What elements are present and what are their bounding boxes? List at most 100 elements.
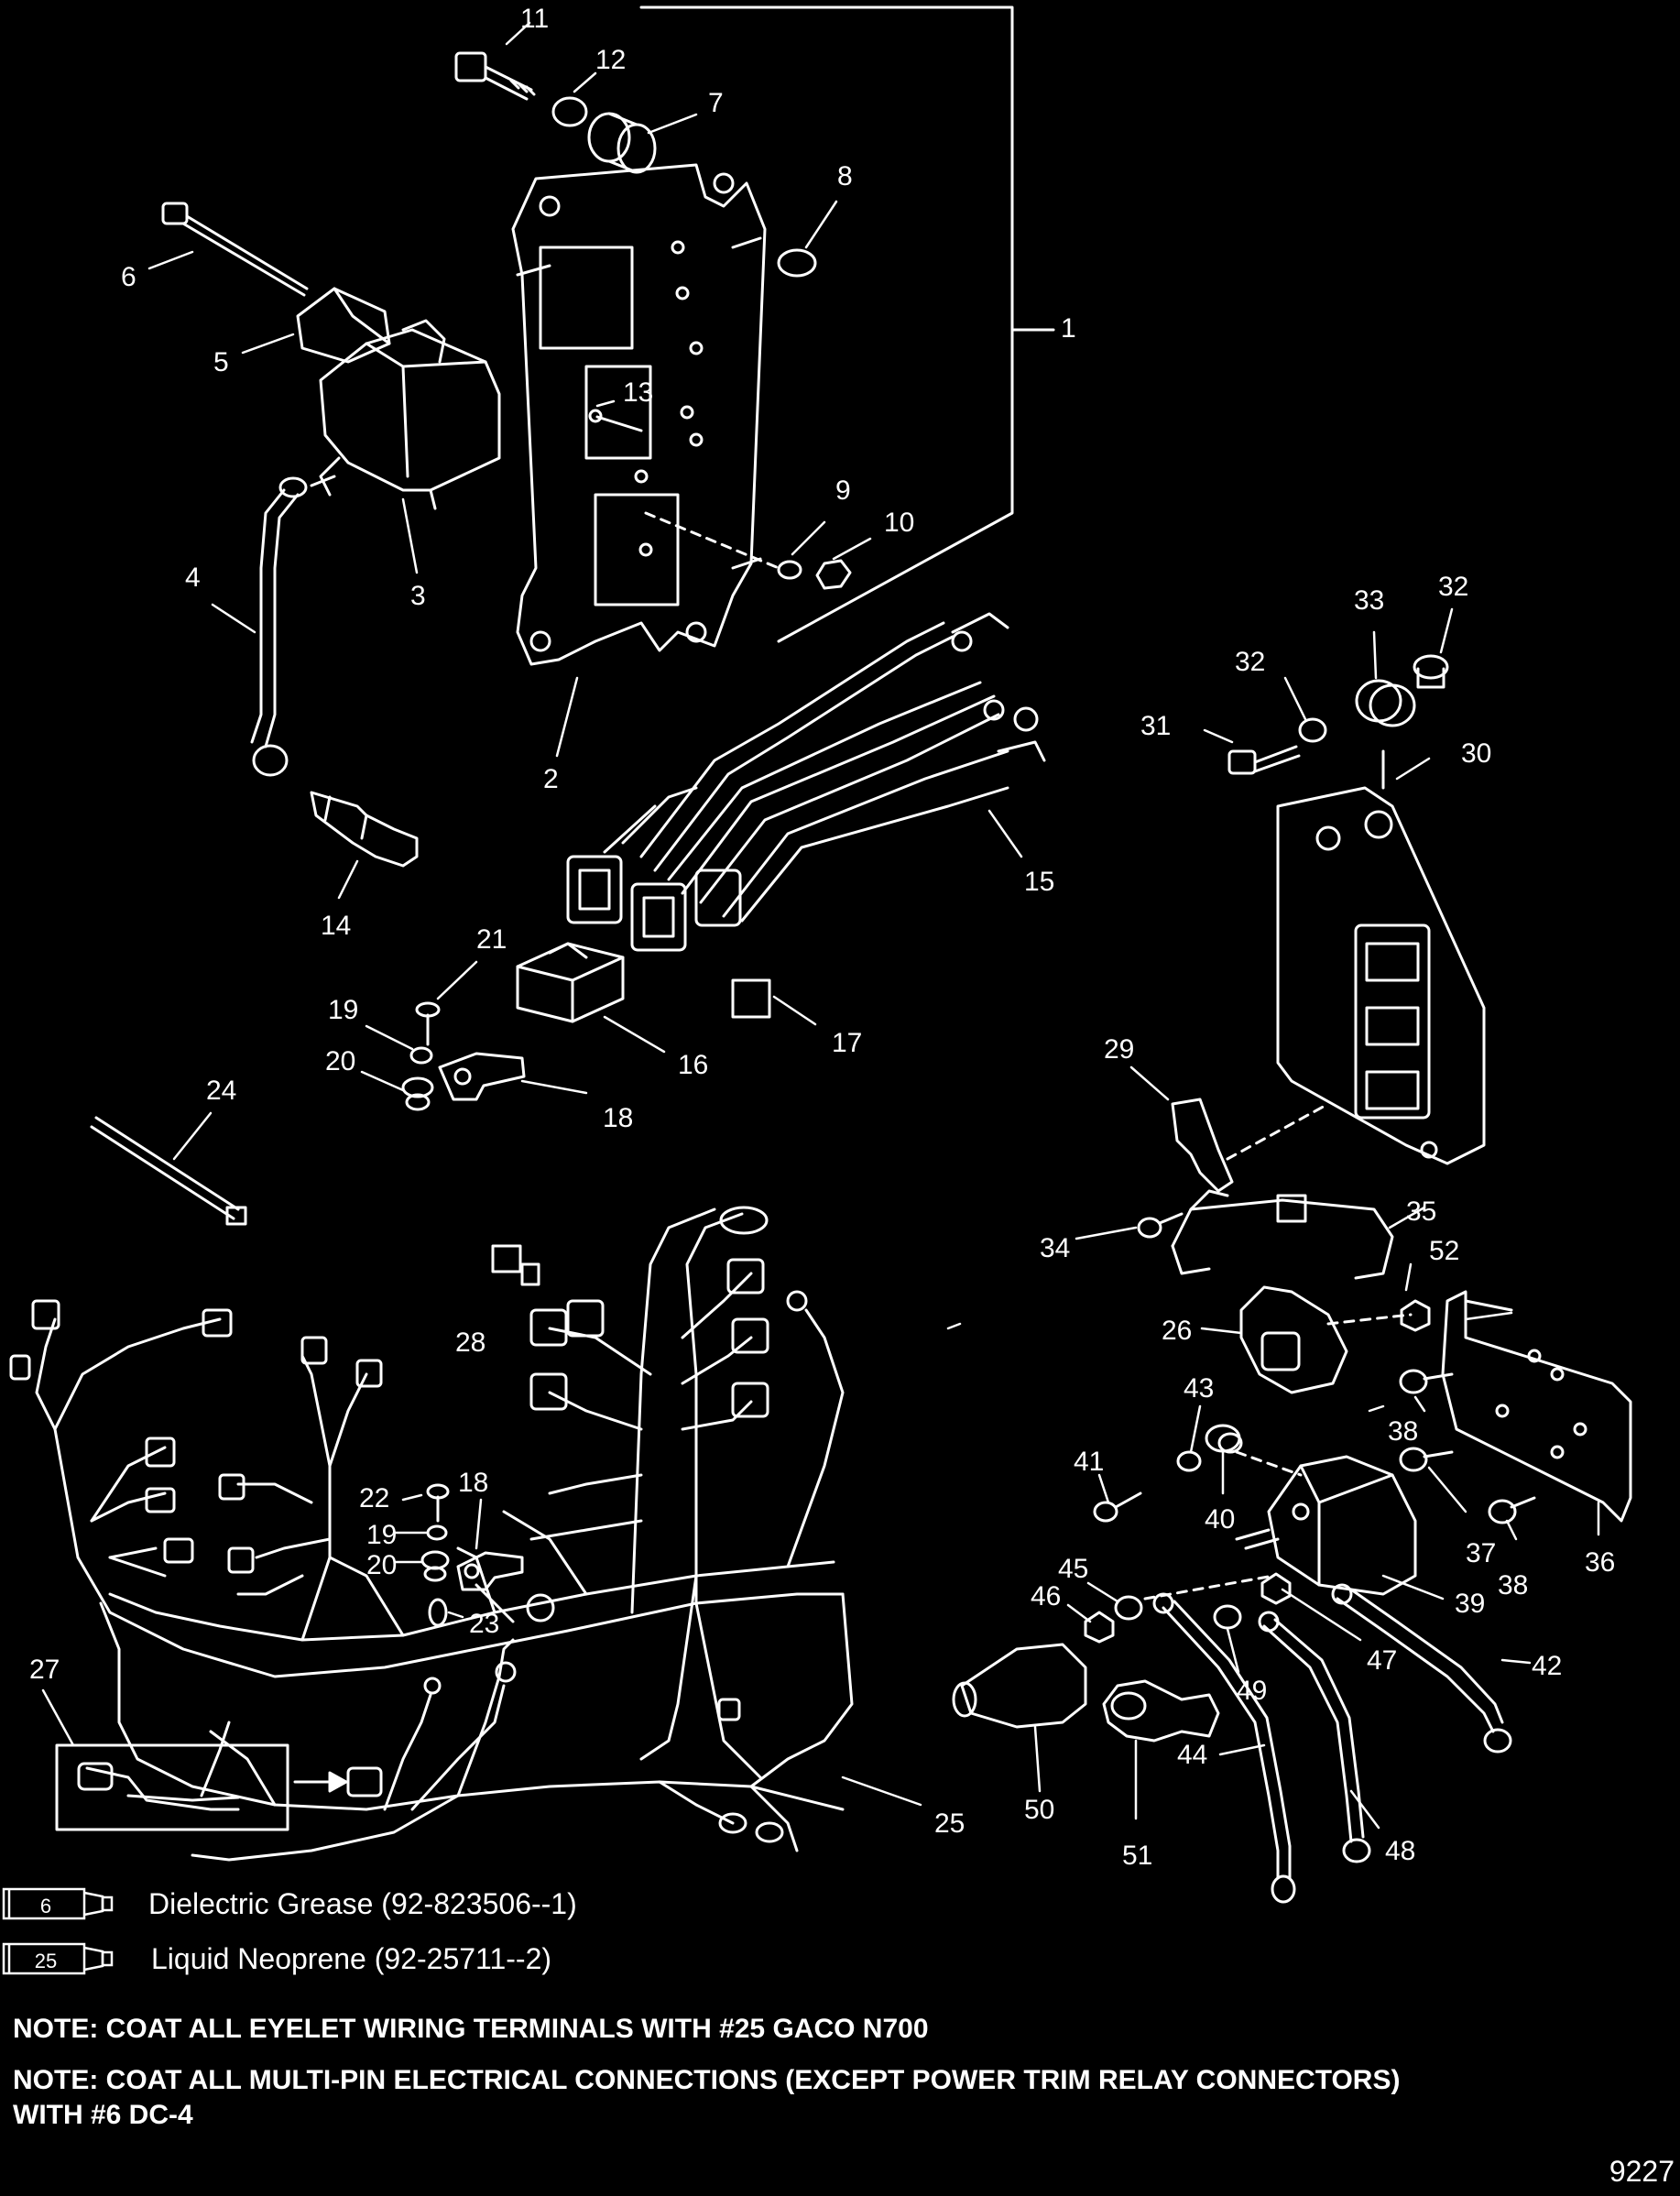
callout-1: 1 bbox=[1061, 313, 1076, 344]
grommet-7 bbox=[587, 112, 657, 174]
callout-46: 46 bbox=[1031, 1581, 1061, 1611]
callout-14: 14 bbox=[321, 911, 351, 941]
callout-labels: 1 2 3 4 5 6 7 8 9 10 11 12 13 14 15 16 1… bbox=[29, 4, 1615, 1871]
callout-36: 36 bbox=[1585, 1547, 1615, 1578]
callout-30: 30 bbox=[1461, 738, 1491, 769]
ecm-30 bbox=[1276, 749, 1486, 1165]
nut-47 bbox=[1260, 1572, 1292, 1605]
bracket-35 bbox=[1171, 1189, 1394, 1280]
nut-10 bbox=[815, 559, 852, 590]
washer-19-lower bbox=[426, 1524, 448, 1541]
callout-13: 13 bbox=[623, 377, 653, 408]
callout-27: 27 bbox=[29, 1655, 60, 1685]
harness-15 bbox=[566, 612, 1046, 952]
callout-11: 11 bbox=[520, 4, 549, 34]
bracket-36 bbox=[1441, 1290, 1632, 1523]
callout-52: 52 bbox=[1429, 1236, 1459, 1266]
callout-33: 33 bbox=[1354, 585, 1384, 616]
assembly-bracket bbox=[639, 5, 1055, 643]
grease-tube-icon: 6 bbox=[2, 1887, 114, 1920]
callout-26: 26 bbox=[1162, 1316, 1192, 1346]
callout-21: 21 bbox=[476, 924, 507, 955]
neoprene-tube-icon: 25 bbox=[2, 1942, 114, 1975]
callout-17: 17 bbox=[832, 1028, 862, 1058]
callout-37: 37 bbox=[1466, 1538, 1496, 1568]
callout-19: 19 bbox=[328, 995, 358, 1025]
screw-37 bbox=[1399, 1447, 1454, 1472]
clamp-5 bbox=[296, 287, 391, 364]
leader-lines bbox=[41, 21, 1600, 1830]
figure-id: 9227 bbox=[1609, 2155, 1675, 2188]
callout-40: 40 bbox=[1205, 1504, 1235, 1535]
callout-20b: 20 bbox=[366, 1550, 397, 1580]
callout-42: 42 bbox=[1532, 1651, 1562, 1681]
callout-39: 39 bbox=[1455, 1589, 1485, 1619]
callout-2: 2 bbox=[543, 764, 559, 794]
callout-31: 31 bbox=[1140, 711, 1171, 741]
callout-34: 34 bbox=[1040, 1233, 1070, 1263]
boot-51 bbox=[1102, 1679, 1220, 1743]
screw-22 bbox=[426, 1483, 450, 1523]
washer-9 bbox=[777, 560, 802, 580]
callout-41: 41 bbox=[1074, 1447, 1104, 1477]
callout-9: 9 bbox=[835, 475, 851, 506]
bracket-29 bbox=[1171, 1098, 1234, 1193]
screw-21 bbox=[415, 1001, 441, 1046]
bracket-18 bbox=[438, 1052, 526, 1101]
plug-23 bbox=[428, 1598, 448, 1627]
callout-3: 3 bbox=[410, 581, 426, 611]
callout-15: 15 bbox=[1024, 867, 1054, 897]
callout-16: 16 bbox=[678, 1050, 708, 1080]
grease-tube-number: 6 bbox=[40, 1895, 51, 1917]
washer-45 bbox=[1114, 1595, 1143, 1621]
screw-38-upper bbox=[1399, 1369, 1454, 1394]
screw-52 bbox=[1400, 1299, 1431, 1332]
main-harness-25 bbox=[9, 1206, 854, 1862]
sensor-26 bbox=[1239, 1285, 1348, 1394]
screw-41 bbox=[1093, 1491, 1142, 1523]
neoprene-legend-label: Liquid Neoprene (92-25711--2) bbox=[151, 1942, 552, 1975]
callout-19b: 19 bbox=[366, 1520, 397, 1550]
bolt-11 bbox=[454, 51, 536, 101]
callout-45: 45 bbox=[1058, 1554, 1088, 1584]
bolt-6 bbox=[161, 202, 309, 297]
cable-42 bbox=[1331, 1583, 1512, 1754]
callout-4: 4 bbox=[185, 563, 201, 593]
bushing-8 bbox=[777, 248, 817, 278]
note-multipin-connections-line2: WITH #6 DC-4 bbox=[13, 2100, 193, 2130]
callout-48: 48 bbox=[1385, 1836, 1415, 1866]
callout-12: 12 bbox=[595, 45, 626, 75]
screw-34 bbox=[1137, 1212, 1184, 1239]
washer-49 bbox=[1213, 1604, 1242, 1630]
cable-48 bbox=[1258, 1611, 1371, 1863]
nut-43 bbox=[1176, 1450, 1202, 1472]
callout-35: 35 bbox=[1406, 1196, 1436, 1227]
callout-43: 43 bbox=[1184, 1373, 1214, 1404]
callout-49: 49 bbox=[1237, 1676, 1267, 1706]
relay-16 bbox=[516, 942, 625, 1023]
mounting-plate bbox=[511, 163, 767, 666]
grommet-40 bbox=[1205, 1424, 1243, 1454]
callout-29: 29 bbox=[1104, 1034, 1134, 1065]
screw-38-lower bbox=[1488, 1496, 1536, 1524]
callout-23: 23 bbox=[469, 1609, 499, 1639]
grommet-33 bbox=[1355, 679, 1416, 727]
washer-12 bbox=[551, 96, 588, 127]
washer-19 bbox=[409, 1046, 433, 1065]
callout-38: 38 bbox=[1388, 1416, 1418, 1447]
fuse-28 bbox=[491, 1244, 540, 1286]
grease-legend-label: Dielectric Grease (92-823506--1) bbox=[148, 1887, 577, 1920]
callout-22: 22 bbox=[359, 1483, 389, 1513]
washer-32 bbox=[1298, 717, 1327, 743]
callout-38b: 38 bbox=[1498, 1570, 1528, 1601]
grommet-20-lower bbox=[420, 1550, 450, 1582]
callout-20: 20 bbox=[325, 1046, 355, 1076]
neoprene-tube-number: 25 bbox=[35, 1950, 57, 1972]
cable-tie-24 bbox=[90, 1116, 247, 1226]
callout-32: 32 bbox=[1235, 647, 1265, 677]
callout-18: 18 bbox=[603, 1103, 633, 1133]
callout-25: 25 bbox=[934, 1808, 965, 1839]
callout-18b: 18 bbox=[458, 1468, 488, 1498]
note-eyelet-terminals: NOTE: COAT ALL EYELET WIRING TERMINALS W… bbox=[13, 2014, 929, 2044]
